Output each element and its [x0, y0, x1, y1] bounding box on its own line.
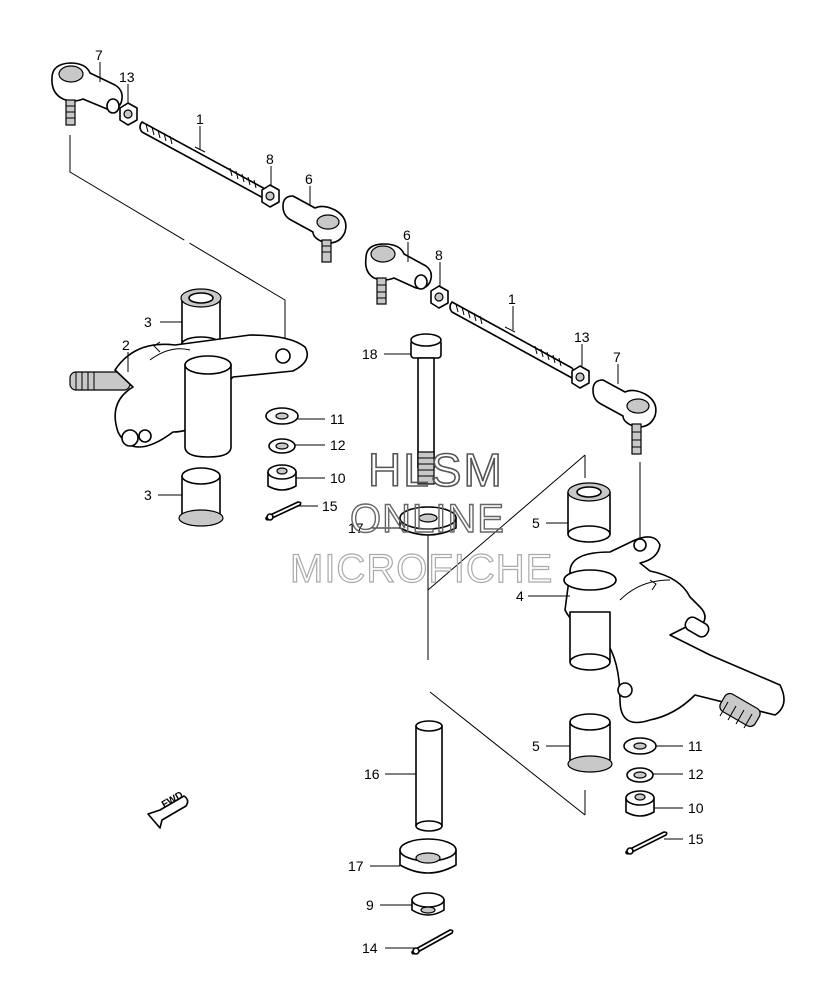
- bushing-5-lower: [567, 713, 613, 773]
- callout-2: 2: [122, 337, 130, 353]
- callout-14: 14: [362, 940, 378, 956]
- callout-6: 6: [403, 227, 411, 243]
- tie-rod-1-right: [449, 301, 575, 379]
- leader-lines: [99, 62, 683, 949]
- callout-8: 8: [266, 151, 274, 167]
- nut-8-left: [261, 184, 280, 208]
- cotter-pin-15-left: [265, 501, 302, 521]
- watermark-line-3: MICROFICHE: [290, 547, 553, 591]
- bushing-5-upper: [567, 482, 611, 543]
- callout-17: 17: [348, 520, 364, 536]
- watermark-line-1: HLSM: [368, 444, 504, 496]
- fwd-arrow-icon: FWD: [147, 790, 189, 829]
- callout-10: 10: [330, 470, 346, 486]
- callout-1: 1: [508, 291, 516, 307]
- bolt-18: [410, 333, 442, 485]
- callout-9: 9: [366, 897, 374, 913]
- callout-12: 12: [330, 437, 346, 453]
- callout-7: 7: [95, 47, 103, 63]
- callout-5: 5: [532, 738, 540, 754]
- washer-12-right: [626, 767, 654, 783]
- washer-12-left: [268, 438, 296, 454]
- callout-13: 13: [574, 329, 590, 345]
- tie-rod-end-7-right: [592, 379, 657, 455]
- knuckle-2-left: [69, 334, 309, 458]
- callout-3: 3: [144, 487, 152, 503]
- tie-rod-end-6-right: [364, 243, 433, 305]
- bushing-3-lower: [178, 467, 224, 527]
- cotter-pin-14: [411, 929, 454, 955]
- callout-18: 18: [362, 346, 378, 362]
- washer-11-right: [623, 737, 657, 755]
- callout-16: 16: [364, 766, 380, 782]
- callout-4: 4: [516, 588, 524, 604]
- callout-12: 12: [688, 766, 704, 782]
- tie-rod-end-6-left: [282, 195, 347, 263]
- washer-11-left: [265, 407, 299, 425]
- callout-15: 15: [322, 498, 338, 514]
- watermark: HLSM ONLINE MICROFICHE: [289, 443, 553, 591]
- shaft-16: [415, 720, 443, 832]
- callout-labels: 7 13 1 8 6 6 8 1 13 7 3 2 18 11 12 10 3 …: [95, 47, 704, 956]
- callout-6: 6: [305, 171, 313, 187]
- callout-5: 5: [532, 515, 540, 531]
- callout-1: 1: [196, 111, 204, 127]
- assembly-lines: [69, 135, 641, 816]
- callout-8: 8: [435, 247, 443, 263]
- nut-8-right: [430, 285, 449, 309]
- tie-rod-1-left: [139, 121, 270, 201]
- cotter-pin-15-right: [625, 831, 668, 855]
- callout-13: 13: [119, 69, 135, 85]
- nut-10-left: [267, 464, 297, 491]
- callout-3: 3: [144, 314, 152, 330]
- callout-7: 7: [613, 349, 621, 365]
- nut-10-right: [625, 790, 655, 817]
- nut-13-left: [119, 102, 138, 126]
- nut-13-right: [571, 365, 590, 389]
- callout-11: 11: [330, 411, 345, 427]
- knuckle-4-right: [563, 536, 785, 729]
- seal-17-upper: [399, 506, 457, 536]
- nut-9: [411, 892, 445, 916]
- watermark-line-2: ONLINE: [350, 497, 505, 541]
- callout-17: 17: [348, 858, 364, 874]
- callout-15: 15: [688, 831, 704, 847]
- tie-rod-end-7-left: [51, 62, 123, 126]
- callout-11: 11: [688, 738, 703, 754]
- callout-10: 10: [688, 800, 704, 816]
- seal-17-lower: [399, 838, 457, 874]
